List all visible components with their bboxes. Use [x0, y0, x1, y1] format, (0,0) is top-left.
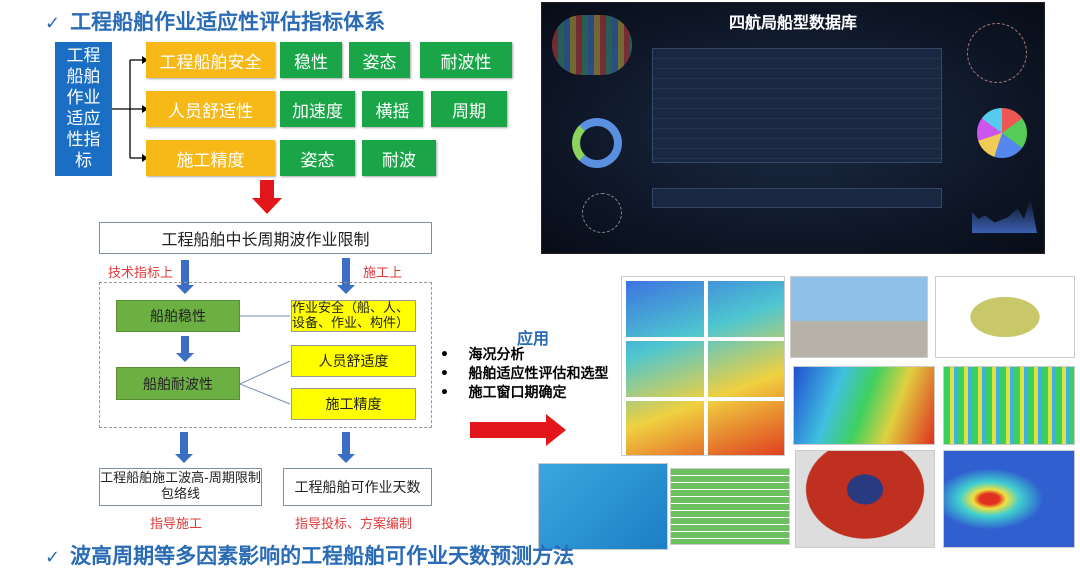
- ship-database-dashboard: 四航局船型数据库: [541, 2, 1045, 254]
- simulation-image: [793, 366, 935, 445]
- connector-lines: [112, 56, 148, 162]
- item-period: 周期: [431, 91, 507, 127]
- check-icon: ✓: [45, 13, 61, 34]
- crane-ship-model-image: [538, 463, 668, 550]
- application-item: • 海况分析: [440, 347, 525, 363]
- item-seakeeping: 耐波性: [420, 42, 512, 78]
- guide-bidding: 指导投标、方案编制: [295, 517, 413, 532]
- construction-label: 施工上: [363, 266, 403, 281]
- work-safety-box: 作业安全（船、人、设备、作业、构件）: [291, 300, 416, 332]
- workability-table-image: [670, 468, 790, 545]
- item-attitude: 姿态: [349, 42, 410, 78]
- application-item: • 施工窗口期确定: [440, 385, 567, 401]
- pie-chart: [977, 108, 1027, 158]
- tech-label: 技术指标上: [108, 266, 174, 281]
- workable-days-box: 工程船舶可作业天数: [283, 468, 432, 506]
- ship-stability-box: 船舶稳性: [116, 300, 240, 332]
- category-comfort: 人员舒适性: [146, 91, 275, 127]
- check-icon: ✓: [45, 547, 61, 568]
- diffraction-image: [943, 450, 1075, 548]
- contour-plots-image: [621, 276, 785, 456]
- top-title: ✓ 工程船舶作业适应性评估指标体系: [45, 6, 385, 36]
- radial-chart: [967, 23, 1027, 83]
- top-title-text: 工程船舶作业适应性评估指标体系: [70, 10, 386, 34]
- bottom-title: ✓ 波高周期等多因素影响的工程船舶可作业天数预测方法: [45, 540, 574, 570]
- down-arrow-icon: [176, 336, 194, 362]
- item-acceleration: 加速度: [280, 91, 355, 127]
- application-list: • 海况分析 • 船舶适应性评估和选型 • 施工窗口期确定: [440, 346, 608, 403]
- item-stability: 稳性: [280, 42, 342, 78]
- down-arrow-icon: [337, 432, 355, 463]
- item-roll: 横摇: [362, 91, 423, 127]
- category-precision: 施工精度: [146, 140, 275, 176]
- item-attitude-2: 姿态: [280, 140, 355, 176]
- ship-seakeeping-box: 船舶耐波性: [116, 367, 240, 400]
- red-right-arrow-icon: [470, 414, 566, 446]
- application-item: • 船舶适应性评估和选型: [440, 366, 609, 382]
- envelope-box: 工程船舶施工波高-周期限制包络线: [99, 468, 262, 506]
- wave-field-image: [943, 366, 1075, 445]
- down-arrow-icon: [176, 260, 194, 294]
- cylinder-simulation-image: [795, 450, 935, 548]
- root-index-box: 工程船舶作业适应性指标: [55, 42, 112, 176]
- construction-photo: [790, 276, 928, 358]
- down-arrow-icon: [337, 258, 355, 294]
- dashed-group: [99, 282, 432, 428]
- precision-box: 施工精度: [291, 388, 416, 420]
- guide-construction: 指导施工: [150, 517, 203, 532]
- application-title: 应用: [517, 329, 550, 348]
- area-chart: [972, 198, 1037, 233]
- flow-header: 工程船舶中长周期波作业限制: [99, 222, 432, 254]
- ship-table: [652, 48, 942, 163]
- dashboard-title: 四航局船型数据库: [728, 13, 857, 32]
- down-arrow-icon: [175, 432, 193, 463]
- bottom-title-text: 波高周期等多因素影响的工程船舶可作业天数预测方法: [70, 544, 575, 568]
- category-ship-safety: 工程船舶安全: [146, 42, 275, 78]
- donut-chart: [572, 118, 622, 168]
- word-cloud: [552, 15, 632, 75]
- caisson-model-image: [935, 276, 1075, 358]
- red-down-arrow-icon: [252, 180, 282, 214]
- radial-chart-2: [582, 193, 622, 233]
- flow-connectors: [240, 315, 291, 405]
- comfort-box: 人员舒适度: [291, 345, 416, 377]
- detail-table: [652, 188, 942, 208]
- item-seakeeping-2: 耐波: [362, 140, 436, 176]
